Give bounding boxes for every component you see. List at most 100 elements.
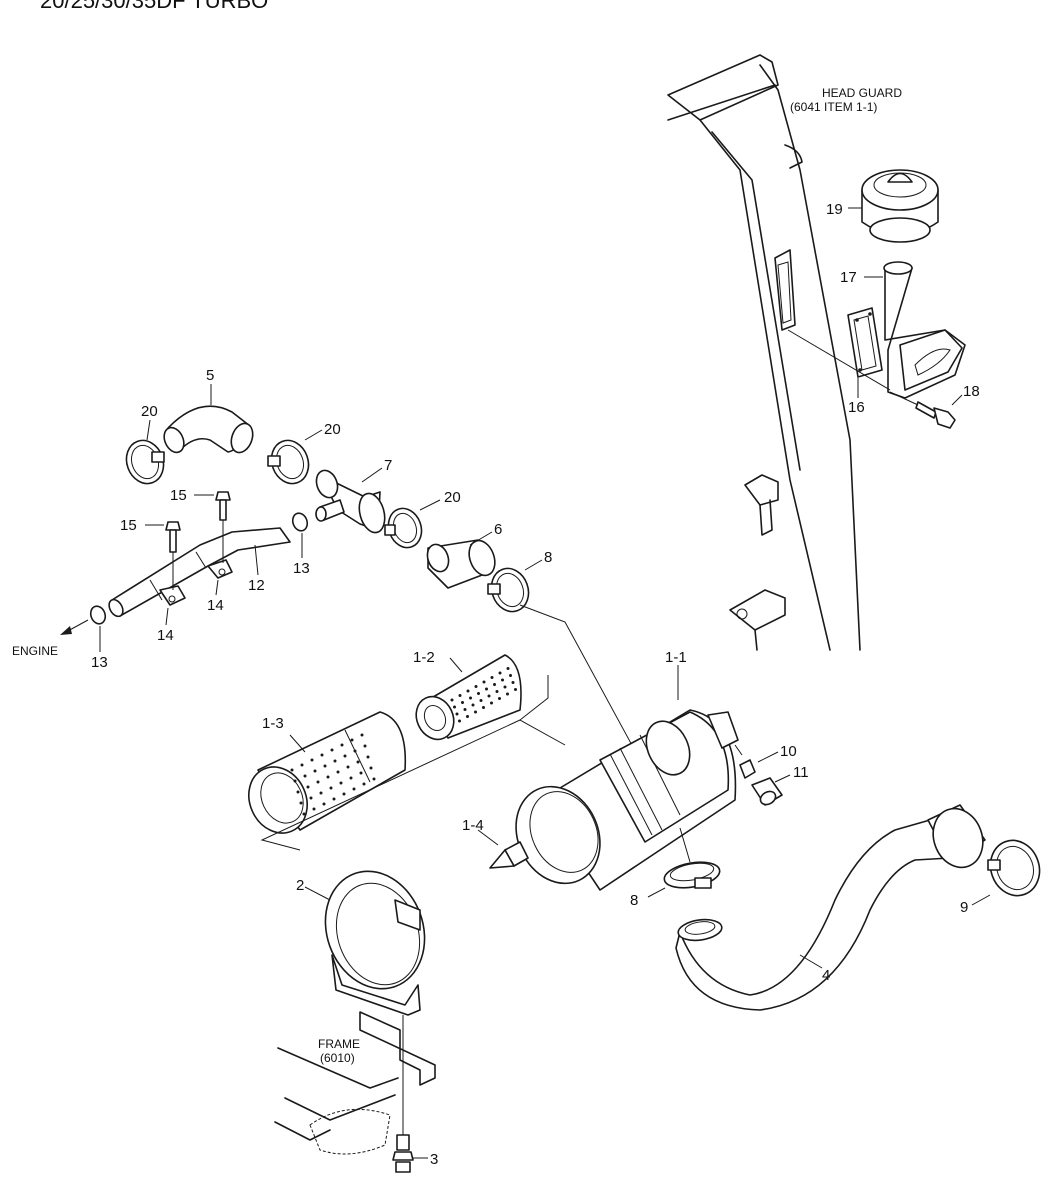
engine-note: ENGINE xyxy=(12,644,58,658)
callout-5: 5 xyxy=(206,367,214,384)
perforation-dot xyxy=(306,785,310,789)
callout-1-2: 1-2 xyxy=(413,649,435,666)
frame-reference xyxy=(274,1011,436,1155)
bolt-part-15-b xyxy=(215,491,231,563)
hose-clamp-part-9 xyxy=(987,839,1041,897)
perforation-dot xyxy=(498,671,502,675)
hose-clamp-part-20-a xyxy=(125,439,165,485)
primary-element-part-1-3 xyxy=(248,711,407,834)
perforation-dot xyxy=(490,676,494,679)
perforation-dot xyxy=(316,780,320,784)
perforation-dot xyxy=(323,764,327,768)
perforation-dot xyxy=(342,792,346,796)
intake-pipe-part-12 xyxy=(108,527,291,618)
engine-direction-arrow xyxy=(60,619,89,635)
callout-18: 18 xyxy=(963,383,980,400)
perforation-dot xyxy=(296,790,300,794)
head-guard-note: HEAD GUARD xyxy=(822,86,902,100)
perforation-dot xyxy=(350,738,354,742)
elbow-hose-part-5 xyxy=(163,405,254,454)
perforation-dot xyxy=(509,674,512,677)
callout-1-3: 1-3 xyxy=(262,715,284,732)
perforation-dot xyxy=(506,667,510,670)
perforation-dot xyxy=(333,759,337,763)
perforation-dot xyxy=(511,681,515,684)
perforation-dot xyxy=(474,710,477,714)
hose-clamp-part-20-c xyxy=(384,507,423,549)
callout-19: 19 xyxy=(826,201,843,218)
callout-15-a: 15 xyxy=(120,517,137,534)
perforation-dot xyxy=(319,791,323,795)
callout-14-b: 14 xyxy=(207,597,224,614)
bolt-part-18 xyxy=(915,401,956,429)
perforation-dot xyxy=(330,748,334,752)
perforation-dot xyxy=(485,687,488,691)
perforation-dot xyxy=(477,692,480,695)
perforation-dot xyxy=(360,733,364,737)
perforation-dot xyxy=(482,680,486,684)
perforation-dot xyxy=(493,683,496,686)
perforation-dot xyxy=(326,775,330,779)
bolt-part-3 xyxy=(392,1134,414,1173)
callout-12: 12 xyxy=(248,577,265,594)
perforation-dot xyxy=(346,765,350,769)
callout-17: 17 xyxy=(840,269,857,286)
outlet-hose-part-4 xyxy=(675,804,986,1011)
callout-1-4: 1-4 xyxy=(462,817,484,834)
perforation-dot xyxy=(455,712,459,716)
callout-15-b: 15 xyxy=(170,487,187,504)
perforation-dot xyxy=(362,782,366,786)
perforation-dot xyxy=(303,774,307,778)
callout-20-c: 20 xyxy=(444,489,461,506)
perforation-dot xyxy=(332,797,336,801)
perforation-dot xyxy=(466,715,469,718)
mounting-band-part-2 xyxy=(324,870,426,1140)
callout-1-1: 1-1 xyxy=(665,649,687,666)
callout-11: 11 xyxy=(793,764,809,781)
diagram-title: 20/25/30/35DF TURBO xyxy=(40,0,268,13)
pre-cleaner-cap-part-19 xyxy=(861,169,939,243)
perforation-dot xyxy=(302,812,306,816)
perforation-dot xyxy=(322,802,326,806)
perforation-dot xyxy=(503,685,507,689)
perforation-dot xyxy=(474,685,478,688)
perforation-dot xyxy=(312,807,316,811)
restriction-indicator-fitting-part-10 xyxy=(739,759,756,779)
callout-4: 4 xyxy=(822,967,830,984)
perforation-dot xyxy=(369,766,373,770)
perforation-dot xyxy=(495,690,499,693)
perforation-dot xyxy=(372,777,376,781)
perforation-dot xyxy=(349,776,353,780)
perforation-dot xyxy=(487,694,491,698)
perforation-dot xyxy=(479,699,483,702)
bracket-part-14-b xyxy=(207,559,233,579)
perforation-dot xyxy=(343,754,347,758)
callout-7: 7 xyxy=(384,457,392,474)
perforation-dot xyxy=(290,768,294,772)
air-cleaner-housing-part-1-1 xyxy=(515,709,743,891)
perforation-dot xyxy=(501,678,504,682)
perforation-dot xyxy=(320,753,324,757)
small-clamp-part-13-a xyxy=(291,512,309,532)
inlet-elbow-part-17 xyxy=(883,261,966,399)
perforation-dot xyxy=(293,779,297,783)
frame-ref: (6010) xyxy=(320,1051,355,1065)
perforation-dot xyxy=(353,749,357,753)
perforation-dot xyxy=(490,701,493,705)
hose-clamp-part-8-b xyxy=(663,861,721,889)
callout-8-a: 8 xyxy=(544,549,552,566)
vacuator-valve-part-1-4 xyxy=(489,841,529,869)
perforation-dot xyxy=(352,787,356,791)
callout-16: 16 xyxy=(848,399,865,416)
callout-3: 3 xyxy=(430,1151,438,1168)
perforation-dot xyxy=(498,697,501,700)
perforation-dot xyxy=(300,763,304,767)
perforation-dot xyxy=(466,689,470,693)
perforation-dot xyxy=(461,701,464,704)
bolt-part-15-a xyxy=(165,521,181,590)
perforation-dot xyxy=(458,719,461,723)
callout-13-b: 13 xyxy=(91,654,108,671)
perforation-dot xyxy=(453,705,456,709)
head-guard-pillar xyxy=(667,54,861,651)
restriction-indicator-part-11 xyxy=(751,777,783,806)
